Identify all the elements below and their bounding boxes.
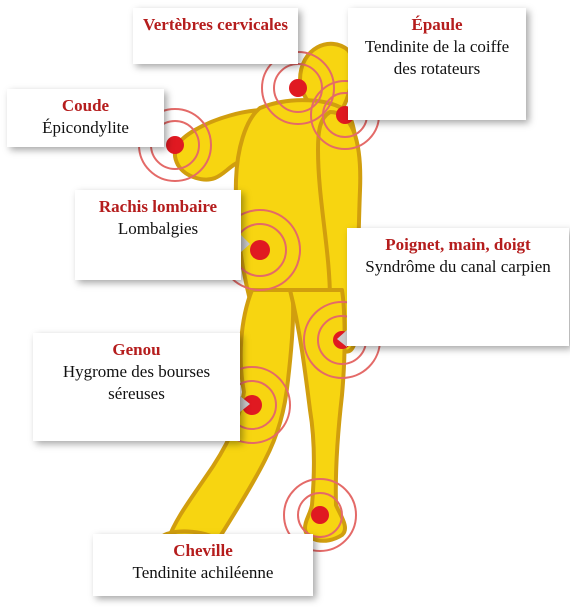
callout-epaule: Épaule Tendinite de la coiffe des rotate… bbox=[348, 8, 526, 120]
callout-description: Épicondylite bbox=[13, 117, 158, 139]
callout-title: Genou bbox=[39, 339, 234, 361]
callout-title: Vertèbres cervicales bbox=[139, 14, 292, 36]
callout-description: Lombalgies bbox=[81, 218, 235, 240]
callout-poignet: Poignet, main, doigt Syndrôme du canal c… bbox=[347, 228, 569, 346]
marker-dot bbox=[311, 506, 329, 524]
callout-description: Tendinite de la coiffe des rotateurs bbox=[354, 36, 520, 80]
callout-coude: Coude Épicondylite bbox=[7, 89, 164, 147]
marker-dot bbox=[166, 136, 184, 154]
marker-dot bbox=[250, 240, 270, 260]
callout-title: Poignet, main, doigt bbox=[353, 234, 563, 256]
callout-vertebres: Vertèbres cervicales bbox=[133, 8, 298, 64]
marker-dot bbox=[289, 79, 307, 97]
callout-description: Syndrôme du canal carpien bbox=[353, 256, 563, 278]
callout-description: Hygrome des bourses séreuses bbox=[39, 361, 234, 405]
back-leg-shape bbox=[290, 290, 345, 541]
callout-description: Tendinite achiléenne bbox=[99, 562, 307, 584]
callout-title: Rachis lombaire bbox=[81, 196, 235, 218]
callout-rachis: Rachis lombaire Lombalgies bbox=[75, 190, 241, 280]
body-silhouette bbox=[160, 44, 360, 556]
callout-title: Coude bbox=[13, 95, 158, 117]
callout-genou: Genou Hygrome des bourses séreuses bbox=[33, 333, 240, 441]
callout-title: Épaule bbox=[354, 14, 520, 36]
callout-title: Cheville bbox=[99, 540, 307, 562]
callout-cheville: Cheville Tendinite achiléenne bbox=[93, 534, 313, 596]
